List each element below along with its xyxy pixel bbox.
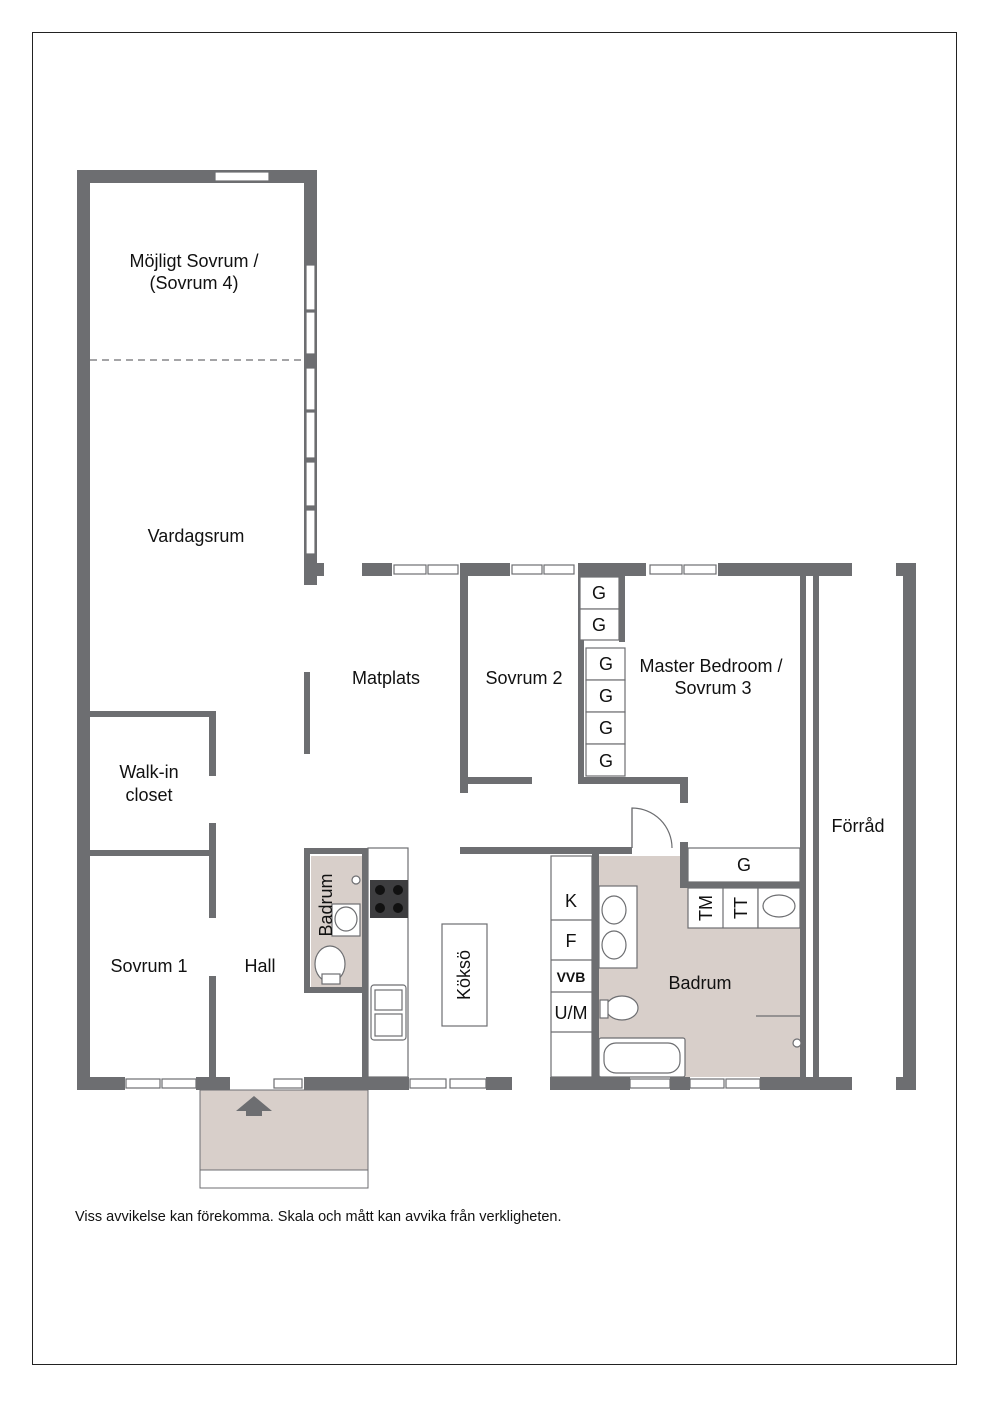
porch-step: [199, 1169, 369, 1189]
label-bedroom-1: Sovrum 1: [110, 956, 187, 976]
label-wardrobe: G: [599, 718, 613, 738]
label-kitchen-island: Köksö: [454, 950, 474, 1000]
wardrobes: [579, 576, 801, 883]
label-dryer: TT: [731, 897, 751, 919]
label-master-bedroom-1: Master Bedroom /: [639, 656, 782, 676]
label-wardrobe: G: [599, 654, 613, 674]
room-labels: Möjligt Sovrum / (Sovrum 4) Vardagsrum M…: [110, 251, 884, 1000]
label-washer: TM: [696, 895, 716, 921]
disclaimer-text: Viss avvikelse kan förekomma. Skala och …: [75, 1209, 562, 1225]
label-possible-bedroom-1: Möjligt Sovrum /: [129, 251, 258, 271]
label-fridge: K: [565, 891, 577, 911]
label-freezer: F: [566, 931, 577, 951]
label-walk-in-closet-2: closet: [125, 785, 172, 805]
bathroom-fixtures: [314, 875, 802, 1078]
label-living-room: Vardagsrum: [148, 526, 245, 546]
windows: [125, 171, 761, 1089]
label-master-bedroom-2: Sovrum 3: [674, 678, 751, 698]
page-frame: [32, 32, 957, 1365]
door-swing: [631, 807, 673, 849]
label-um: U/M: [555, 1003, 588, 1023]
stove-icon: [370, 880, 408, 918]
label-hall: Hall: [244, 956, 275, 976]
label-wardrobe: G: [599, 686, 613, 706]
label-storage: Förråd: [831, 816, 884, 836]
label-small-bathroom: Badrum: [316, 873, 336, 936]
label-dining: Matplats: [352, 668, 420, 688]
kitchen-island: [441, 923, 488, 1027]
label-wardrobe: G: [592, 583, 606, 603]
label-bedroom-2: Sovrum 2: [485, 668, 562, 688]
label-vvb: VVB: [557, 969, 586, 985]
label-wardrobe: G: [592, 615, 606, 635]
label-wardrobe: G: [599, 751, 613, 771]
label-bathroom: Badrum: [668, 973, 731, 993]
toilet-icon: [605, 995, 639, 1021]
entrance-porch: [199, 1089, 369, 1171]
label-possible-bedroom-2: (Sovrum 4): [149, 273, 238, 293]
fixture-labels: G G G G G G G K F VVB U/M TM TT: [555, 583, 752, 1023]
entrance-arrow-icon: [236, 1096, 272, 1116]
label-walk-in-closet-1: Walk-in: [119, 762, 178, 782]
kitchen-fixtures: [367, 847, 593, 1078]
label-wardrobe: G: [737, 855, 751, 875]
